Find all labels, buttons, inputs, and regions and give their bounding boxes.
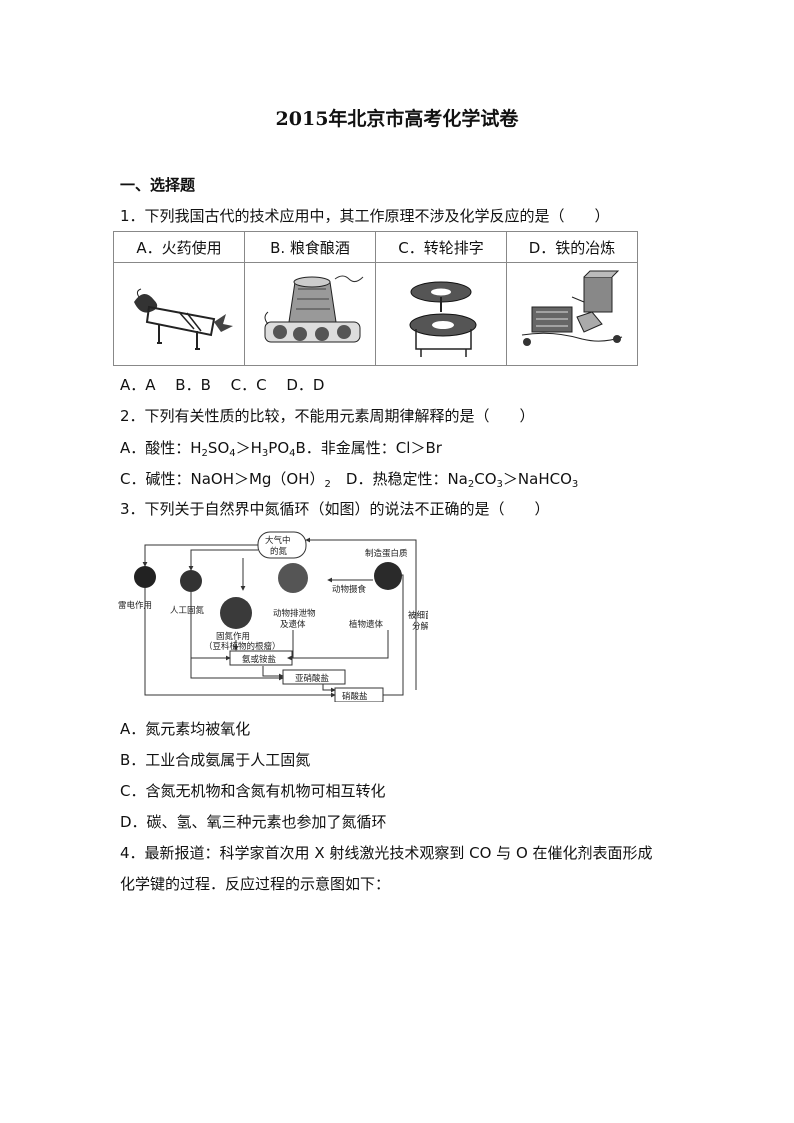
waste-label-2: 及遗体 bbox=[280, 619, 306, 630]
question-3-stem: 3．下列关于自然界中氮循环（如图）的说法不正确的是（ ） bbox=[120, 500, 550, 518]
option-c-label: C．转轮排字 bbox=[375, 231, 507, 263]
nitrogen-cycle-diagram: 大气中 的氮 制造蛋白质 动物摄食 雷电作用 人工固氮 固氮作用 （豆科植物的根… bbox=[118, 531, 428, 702]
question-3-option-c: C．含氮无机物和含氮有机物可相互转化 bbox=[120, 782, 386, 800]
atm-label-2: 的氮 bbox=[270, 546, 288, 557]
option-a-label: A．火药使用 bbox=[113, 231, 245, 263]
q2-a-text-3: ＞H bbox=[235, 439, 262, 457]
q2-a-sub-3: 3 bbox=[261, 448, 269, 459]
q2-a-text-1: A．酸性：H bbox=[120, 439, 202, 457]
plant-remains-label: 植物遗体 bbox=[349, 619, 384, 630]
section-heading: 一、选择题 bbox=[120, 176, 196, 194]
q2-a-sub-1: 2 bbox=[201, 448, 208, 459]
question-3-option-b: B．工业合成氨属于人工固氮 bbox=[120, 751, 311, 769]
q2-a-text-2: SO bbox=[207, 439, 230, 457]
ammonia-node bbox=[229, 650, 293, 666]
root-nodule-photo bbox=[220, 597, 252, 629]
q2-c-sub-1: 2 bbox=[324, 479, 331, 490]
nitrite-label: 亚硝酸盐 bbox=[295, 673, 330, 684]
lightning-photo bbox=[134, 566, 156, 588]
protein-label: 制造蛋白质 bbox=[365, 548, 408, 559]
question-2-options-cd: C．碱性：NaOH＞Mg（OH）2 D．热稳定性：Na2CO3＞NaHCO3 bbox=[120, 468, 578, 490]
fixation-label-2: （豆科植物的根瘤） bbox=[204, 641, 281, 652]
question-1-answers: A．A B．B C．C D．D bbox=[120, 376, 325, 394]
movable-type-wheel-illustration bbox=[375, 262, 507, 366]
question-3-option-a: A．氮元素均被氧化 bbox=[120, 720, 251, 738]
iron-smelting-illustration bbox=[506, 262, 638, 366]
q2-d-sub-3: 3 bbox=[571, 479, 579, 490]
option-d-label: D．铁的冶炼 bbox=[506, 231, 638, 263]
q2-c-text-1: C．碱性：NaOH＞Mg（OH） bbox=[120, 470, 325, 488]
q2-a-sub-2: 4 bbox=[229, 448, 236, 459]
waste-label-1: 动物排泄物 bbox=[273, 608, 316, 619]
nitrate-node bbox=[334, 687, 384, 702]
ammonia-label: 氨或铵盐 bbox=[242, 654, 277, 665]
q2-b-text: B．非金属性：Cl＞Br bbox=[295, 439, 442, 457]
question-1-options-table: A．火药使用 B. 粮食酿酒 C．转轮排字 D．铁的冶炼 bbox=[113, 231, 638, 366]
q2-d-text-2: CO bbox=[474, 470, 497, 488]
artificial-fixation-label: 人工固氮 bbox=[170, 605, 205, 616]
animal-feed-label: 动物摄食 bbox=[332, 584, 367, 595]
q2-d-sub-2: 3 bbox=[496, 479, 503, 490]
question-3-option-d: D．碳、氢、氧三种元素也参加了氮循环 bbox=[120, 813, 387, 831]
fixation-label-1: 固氮作用 bbox=[216, 631, 250, 642]
q2-d-text-1: D．热稳定性：Na bbox=[330, 470, 468, 488]
lightning-label: 雷电作用 bbox=[118, 600, 152, 611]
gunpowder-illustration bbox=[113, 262, 245, 366]
nitrite-node bbox=[282, 669, 346, 685]
question-2-stem: 2．下列有关性质的比较，不能用元素周期律解释的是（ ） bbox=[120, 407, 535, 425]
factory-photo bbox=[180, 570, 202, 592]
wine-brewing-illustration bbox=[244, 262, 376, 366]
option-b-label: B. 粮食酿酒 bbox=[244, 231, 376, 263]
q2-d-text-3: ＞NaHCO bbox=[502, 470, 572, 488]
plant-photo bbox=[374, 562, 402, 590]
animal-waste-photo bbox=[278, 563, 308, 593]
q2-a-sub-4: 4 bbox=[289, 448, 296, 459]
bacteria-label-1: 被细菌 bbox=[408, 610, 428, 621]
page-title: 2015年北京市高考化学试卷 bbox=[275, 108, 519, 130]
q2-a-text-4: PO bbox=[268, 439, 290, 457]
question-4-line-2: 化学键的过程．反应过程的示意图如下： bbox=[120, 875, 391, 893]
question-1-stem: 1．下列我国古代的技术应用中，其工作原理不涉及化学反应的是（ ） bbox=[120, 207, 610, 225]
bacteria-label-2: 分解 bbox=[412, 621, 428, 632]
atm-label-1: 大气中 bbox=[265, 535, 291, 546]
nitrate-label: 硝酸盐 bbox=[342, 691, 368, 702]
question-2-options-ab: A．酸性：H2SO4＞H3PO4B．非金属性：Cl＞Br bbox=[120, 437, 442, 459]
q2-d-sub-1: 2 bbox=[467, 479, 475, 490]
question-4-line-1: 4．最新报道：科学家首次用 X 射线激光技术观察到 CO 与 O 在催化剂表面形… bbox=[120, 844, 653, 862]
